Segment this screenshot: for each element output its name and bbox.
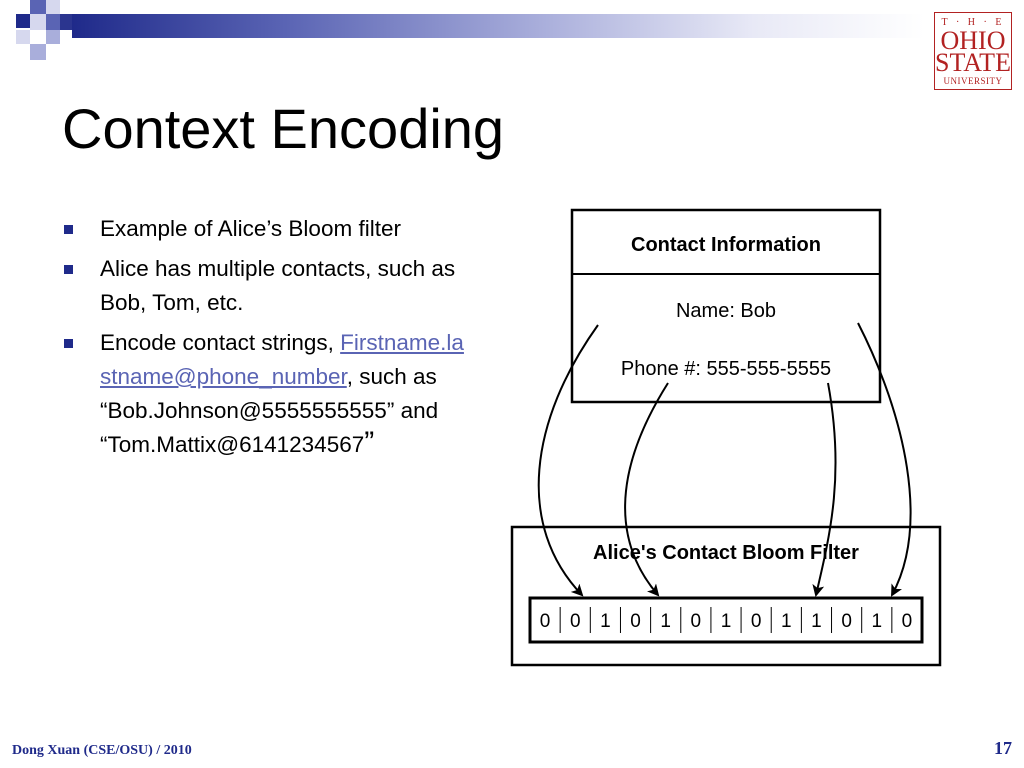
deco-square [60,14,72,30]
bit-value: 0 [902,611,913,632]
deco-square [46,14,60,30]
bit-value: 0 [691,611,702,632]
hash-arrow [537,324,599,597]
bullet-item: Example of Alice’s Bloom filter [62,212,472,246]
bit-value: 0 [540,611,551,632]
square-bullet-icon [64,265,73,274]
bit-value: 1 [871,611,882,632]
logo-state-text: STATE [935,48,1011,77]
header-decoration [0,0,1024,60]
deco-square [46,30,60,44]
bit-value: 0 [751,611,762,632]
closing-quote: ” [364,426,375,459]
bit-value: 0 [570,611,581,632]
bloom-filter-title: Alice's Contact Bloom Filter [593,542,859,564]
bit-array-box [528,596,924,644]
ohio-state-logo: T · H · E OHIO STATE UNIVERSITY [934,12,1012,90]
bullet-item: Alice has multiple contacts, such as Bob… [62,252,472,320]
page-number: 17 [994,738,1012,758]
header-gradient-bar [72,14,924,38]
bit-value: 1 [721,611,732,632]
deco-square [16,14,30,28]
contact-name-text: Name: Bob [676,300,776,322]
bit-value: 1 [660,611,671,632]
logo-university-text: UNIVERSITY [943,76,1003,86]
bullet-item: Encode contact strings, Firstname.lastna… [62,326,472,462]
bullet-text: Alice has multiple contacts, such as Bob… [100,256,456,315]
hash-arrow [857,322,912,597]
deco-square [30,44,46,60]
bullet-text: Example of Alice’s Bloom filter [100,216,401,241]
bloom-filter-diagram: Contact Information Name: Bob Phone #: 5… [510,208,942,667]
bit-value: 0 [841,611,852,632]
contact-info-box [570,208,882,404]
square-bullet-icon [64,225,73,234]
deco-square [16,30,30,44]
slide-title: Context Encoding [62,97,505,160]
logo-the-text: T · H · E [941,17,1005,28]
bit-value: 0 [630,611,641,632]
deco-square [46,0,60,14]
bit-value: 1 [600,611,611,632]
bit-value: 1 [781,611,792,632]
contact-info-title: Contact Information [631,234,821,256]
square-bullet-icon [64,339,73,348]
bullet-text: , such as “Bob.Johnson@5555555555” and “… [100,364,439,457]
hash-arrow [812,382,837,597]
bit-value: 1 [811,611,822,632]
footer-author: Dong Xuan (CSE/OSU) / 2010 [12,743,192,758]
logo-ohio-text: OHIO [940,26,1006,55]
hash-arrow [624,382,669,597]
contact-format-link[interactable]: Firstname.lastname@phone_number [100,330,464,389]
bullet-list: Example of Alice’s Bloom filter Alice ha… [62,212,472,468]
deco-square [30,0,46,14]
contact-phone-text: Phone #: 555-555-5555 [621,358,831,380]
bullet-text: Encode contact strings, [100,330,341,355]
deco-square [30,14,46,30]
